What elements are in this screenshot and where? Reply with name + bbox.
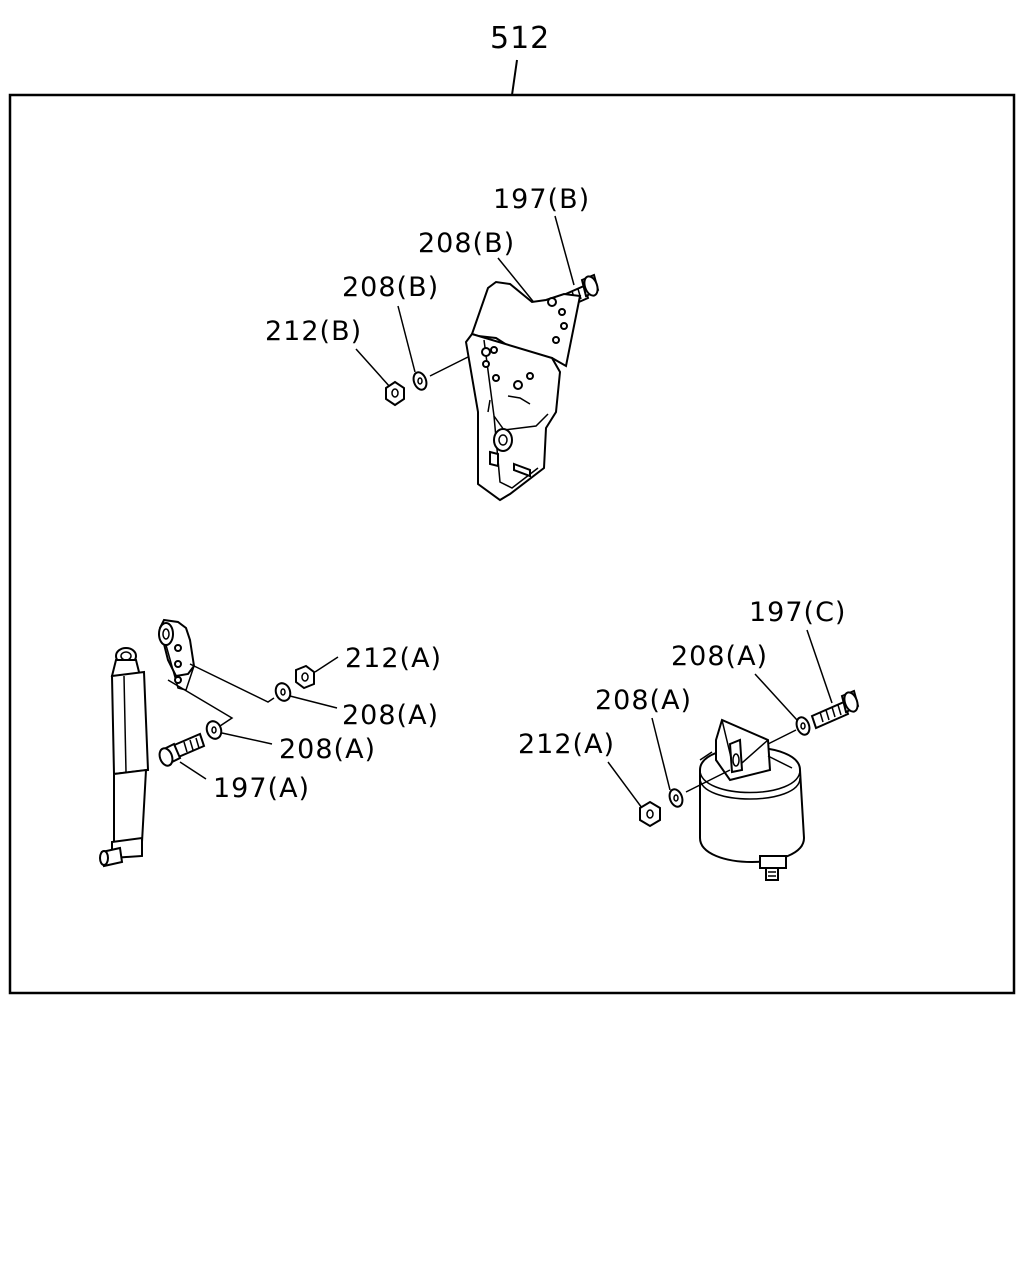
leader-212a-right [607,761,643,809]
nut-212b [385,380,405,407]
shock-mount-bracket [158,618,196,691]
washer-208a-right-inner [668,788,684,808]
engine-mount [699,718,806,881]
washer-208b-inner [412,371,428,391]
shock-absorber-group: 212(A) 208(A) 208(A) 197(A) [99,618,442,868]
leader-208a-left-upper [289,695,338,709]
leader-208a-right-inner [651,717,671,791]
leader-212a-left [314,656,339,673]
label-197b: 197(B) [493,184,590,215]
leader-197a [179,761,207,780]
leader-197c [806,629,833,704]
leader-197b [554,215,575,286]
bolt-197a [158,732,206,767]
leader-212b [355,348,391,388]
assembly-frame [8,93,1016,995]
leader-208b-inner [397,305,416,373]
label-208b-outer: 208(B) [418,228,515,259]
bolt-axis-c-left [685,769,731,793]
nut-212a-right [639,800,661,828]
bolt-axis-a-left-lower [167,679,234,727]
label-212b: 212(B) [265,316,362,347]
leader-208a-left-lower [221,732,273,745]
label-208a-left-upper: 208(A) [342,700,439,731]
label-212a-left: 212(A) [345,643,442,674]
assembly-leader [511,59,518,96]
upper-bracket-group: 197(B) 208(B) 208(B) 212(B) [265,184,600,502]
washer-208a-right-outer [795,716,811,736]
nut-212a-left [295,664,315,690]
shock-absorber [99,647,150,868]
washer-208a-left-lower [205,720,223,740]
leader-208b-outer [497,257,537,306]
label-208a-left-lower: 208(A) [279,734,376,765]
bolt-axis-a-left-upper [189,663,275,703]
label-197c: 197(C) [749,597,846,628]
label-212a-right: 212(A) [518,729,615,760]
bolt-197c [810,689,860,730]
label-197a: 197(A) [213,773,310,804]
label-208a-right-inner: 208(A) [595,685,692,716]
leader-208a-right-outer [754,673,798,721]
washer-208a-left-upper [274,682,292,702]
engine-mount-group: 197(C) 208(A) 208(A) 212(A) [518,597,860,881]
label-208a-right-outer: 208(A) [671,641,768,672]
label-208b-inner: 208(B) [342,272,439,303]
assembly-number: 512 [490,21,550,56]
bolt-axis-c-right [767,729,797,745]
upper-bracket [464,280,582,502]
